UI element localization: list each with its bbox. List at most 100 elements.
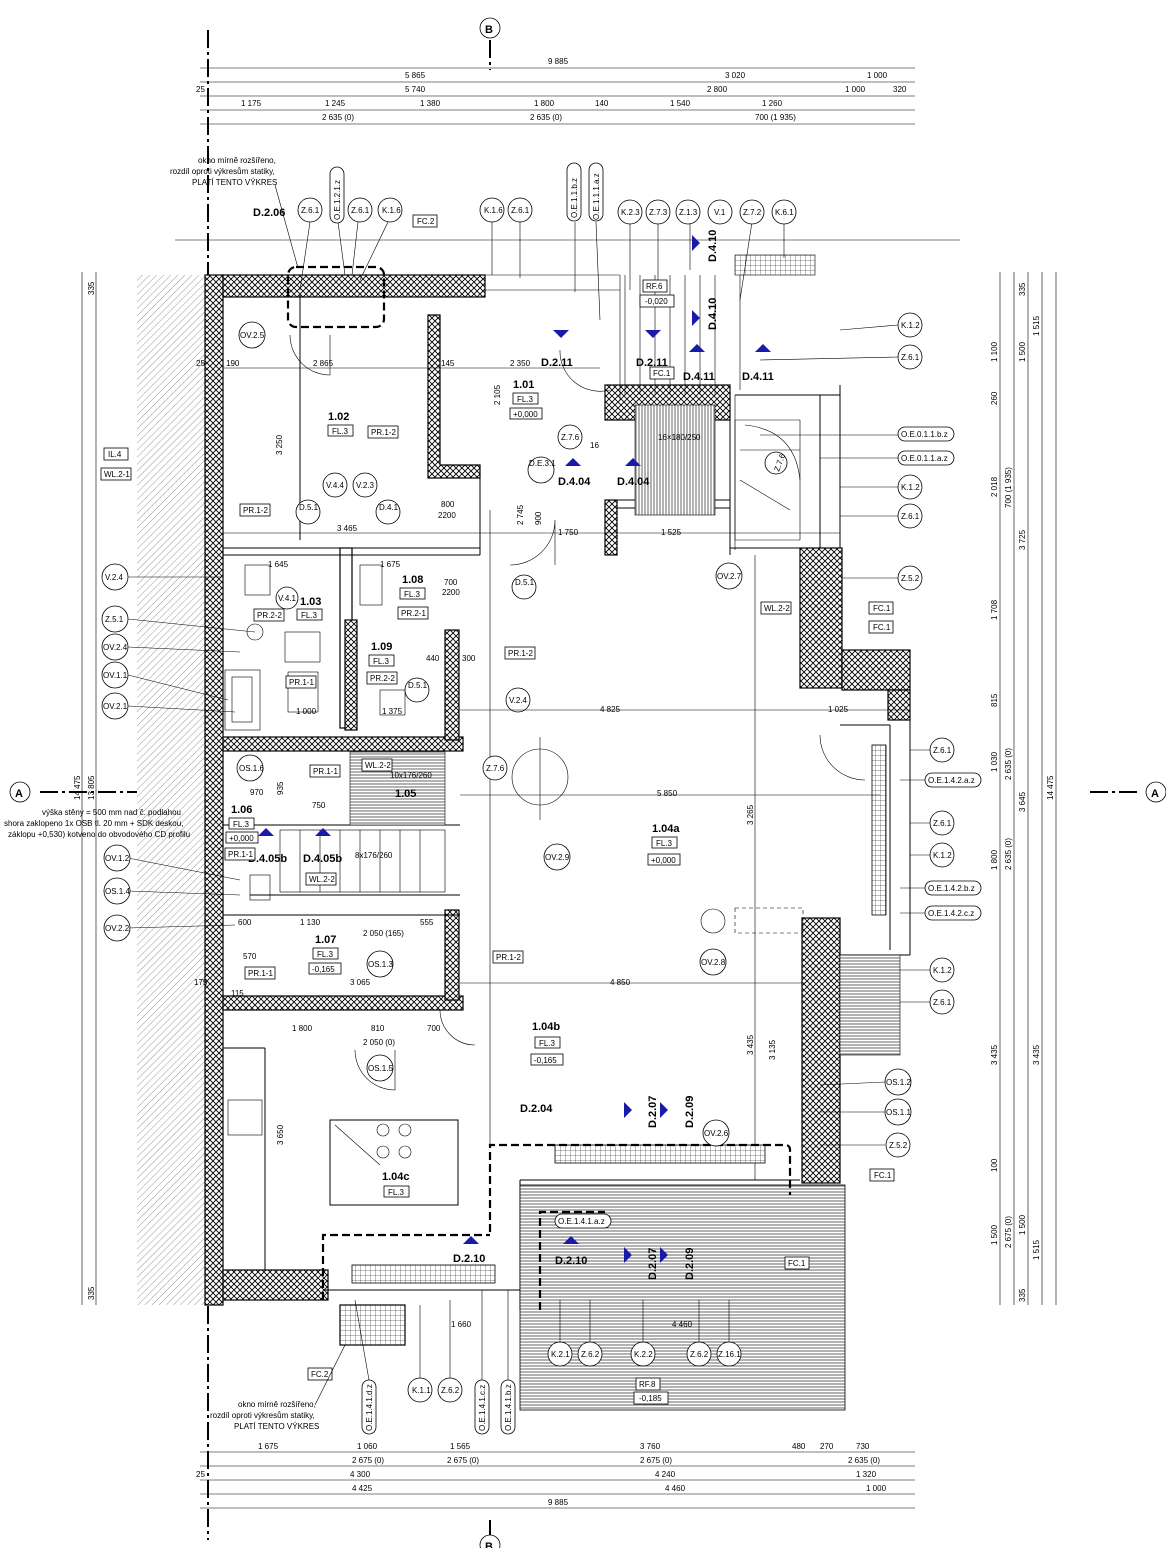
svg-text:3 250: 3 250 [275,434,284,455]
svg-text:1 030: 1 030 [990,751,999,772]
svg-text:OV.2.6: OV.2.6 [704,1129,729,1138]
section-label: D.4.05b [303,853,342,865]
room-1-02: 1.02 FL.3 [327,411,354,437]
svg-text:1 525: 1 525 [661,528,682,537]
stairs-top-right [624,254,816,395]
svg-text:3 645: 3 645 [1018,791,1027,812]
svg-text:970: 970 [250,788,264,797]
svg-text:1 660: 1 660 [451,1320,472,1329]
room-1-09: 1.09 FL.3 [368,641,395,667]
axis-marker-right: A [1145,781,1166,803]
svg-text:OV.2.1: OV.2.1 [103,702,128,711]
section-label: D.4.11 [742,371,774,383]
svg-text:PR.1-2: PR.1-2 [508,649,533,658]
svg-text:145: 145 [441,359,455,368]
svg-text:1 380: 1 380 [420,99,441,108]
section-label: D.2.09 [684,1248,696,1280]
svg-text:O.E.1.1.b.z: O.E.1.1.b.z [570,178,579,218]
room-1-05: 1.05 [395,788,416,800]
room-1-04a: 1.04a FL.3 +0,000 [647,823,680,866]
svg-text:2 675 (0): 2 675 (0) [640,1456,672,1465]
svg-text:shora zaklopeno 1x OSB tl. 20: shora zaklopeno 1x OSB tl. 20 mm + SDK d… [4,819,183,828]
section-label: D.4.10 [707,298,719,330]
svg-text:1 025: 1 025 [828,705,849,714]
svg-text:výška stěny = 500 mm nad č. po: výška stěny = 500 mm nad č. podlahou [42,808,181,817]
svg-text:5 865: 5 865 [405,71,426,80]
svg-text:13 805: 13 805 [87,775,96,800]
right-bubbles: K.1.2 Z.6.1 O.E.0.1.1.b.z O.E.0.1.1.a.z … [759,312,982,1158]
svg-text:FC.1: FC.1 [873,604,891,613]
svg-text:4 850: 4 850 [610,978,631,987]
svg-text:2 675 (0): 2 675 (0) [352,1456,384,1465]
svg-text:O.E.1.4.1.c.z: O.E.1.4.1.c.z [478,1385,487,1431]
svg-text:1 675: 1 675 [258,1442,279,1451]
svg-text:115: 115 [231,989,244,998]
note-bottom-left: okno mírně rozšířeno, rozdíl oproti výkr… [210,1344,346,1431]
svg-text:3 065: 3 065 [350,978,371,987]
svg-text:1 260: 1 260 [762,99,783,108]
svg-text:OV.2.5: OV.2.5 [240,331,265,340]
svg-text:335: 335 [1018,282,1027,296]
svg-text:1 540: 1 540 [670,99,691,108]
svg-text:O.E.0.1.1.a.z: O.E.0.1.1.a.z [901,454,948,463]
svg-text:Z.6.1: Z.6.1 [511,206,530,215]
svg-text:OV.2.8: OV.2.8 [701,958,726,967]
svg-text:Z.5.2: Z.5.2 [901,574,920,583]
tag-boxes: FC.2 FC.1 FC.1 FC.1 FC.1 FC.1 FC.2 IL.4 … [100,214,895,1391]
svg-text:K.1.6: K.1.6 [484,206,503,215]
svg-text:8x176/260: 8x176/260 [355,851,393,860]
svg-text:3 650: 3 650 [276,1124,285,1145]
svg-text:K.1.2: K.1.2 [901,483,920,492]
svg-text:1 800: 1 800 [292,1024,313,1033]
dashed-outlines [286,265,792,1310]
floor-grilles [351,744,887,1284]
svg-text:V.1: V.1 [714,208,726,217]
interior-walls [222,314,618,1011]
svg-text:FL.3: FL.3 [332,427,349,436]
section-label: D.2.06 [253,207,285,219]
room-1-06: 1.06 FL.3 +0,000 [225,804,259,844]
svg-text:O.E.1.4.1.a.z: O.E.1.4.1.a.z [558,1217,605,1226]
svg-text:25: 25 [196,359,205,368]
section-label: D.2.11 [541,357,573,369]
svg-text:Z.6.1: Z.6.1 [301,206,320,215]
svg-text:1 130: 1 130 [300,918,321,927]
svg-text:1.02: 1.02 [328,411,349,423]
axis-label: B [485,24,493,36]
svg-text:1 565: 1 565 [450,1442,471,1451]
section-label: D.2.04 [520,1103,553,1115]
svg-text:335: 335 [87,281,96,295]
svg-text:FL.3: FL.3 [233,820,250,829]
left-bubbles: V.2.4 Z.5.1 OV.2.4 OV.1.1 OV.2.1 OV.1.2 … [101,563,256,942]
svg-text:175: 175 [194,978,208,987]
svg-text:1 675: 1 675 [380,560,401,569]
svg-text:1.07: 1.07 [315,934,336,946]
svg-text:2 105: 2 105 [493,384,502,405]
section-markers [258,235,771,1263]
svg-text:14 475: 14 475 [73,775,82,800]
room-1-07: 1.07 FL.3 -0,165 [308,934,342,975]
svg-text:FL.3: FL.3 [373,657,390,666]
svg-text:1 800: 1 800 [534,99,555,108]
section-label: D.2.10 [555,1255,587,1267]
svg-text:WL.2-2: WL.2-2 [309,875,335,884]
section-label: D.2.07 [647,1096,659,1128]
svg-text:OV.2.9: OV.2.9 [545,853,570,862]
svg-text:1 500: 1 500 [990,1224,999,1245]
svg-text:O.E.1.1.1.a.z: O.E.1.1.1.a.z [592,173,601,220]
svg-text:2 050 (165): 2 050 (165) [363,929,404,938]
svg-text:1.03: 1.03 [300,596,321,608]
svg-text:FC.1: FC.1 [788,1259,806,1268]
section-label: D.4.04 [617,476,650,488]
svg-text:1 515: 1 515 [1032,315,1041,336]
svg-text:D.E.3.1: D.E.3.1 [529,459,556,468]
inner-bubbles: OV.2.5 V.4.4 V.2.3 D.5.1 D.4.1 V.4.1 D.5… [236,321,788,1147]
svg-text:K.6.1: K.6.1 [775,208,794,217]
svg-text:+0,000: +0,000 [651,856,676,865]
top-dimensions: 9 885 5 865 3 020 1 000 25 5 740 2 800 1… [196,57,915,125]
svg-text:FL.3: FL.3 [388,1188,405,1197]
svg-text:700 (1 935): 700 (1 935) [1004,467,1013,508]
svg-text:V.2.4: V.2.4 [105,573,123,582]
svg-text:4 460: 4 460 [672,1320,693,1329]
svg-text:3 435: 3 435 [746,1034,755,1055]
